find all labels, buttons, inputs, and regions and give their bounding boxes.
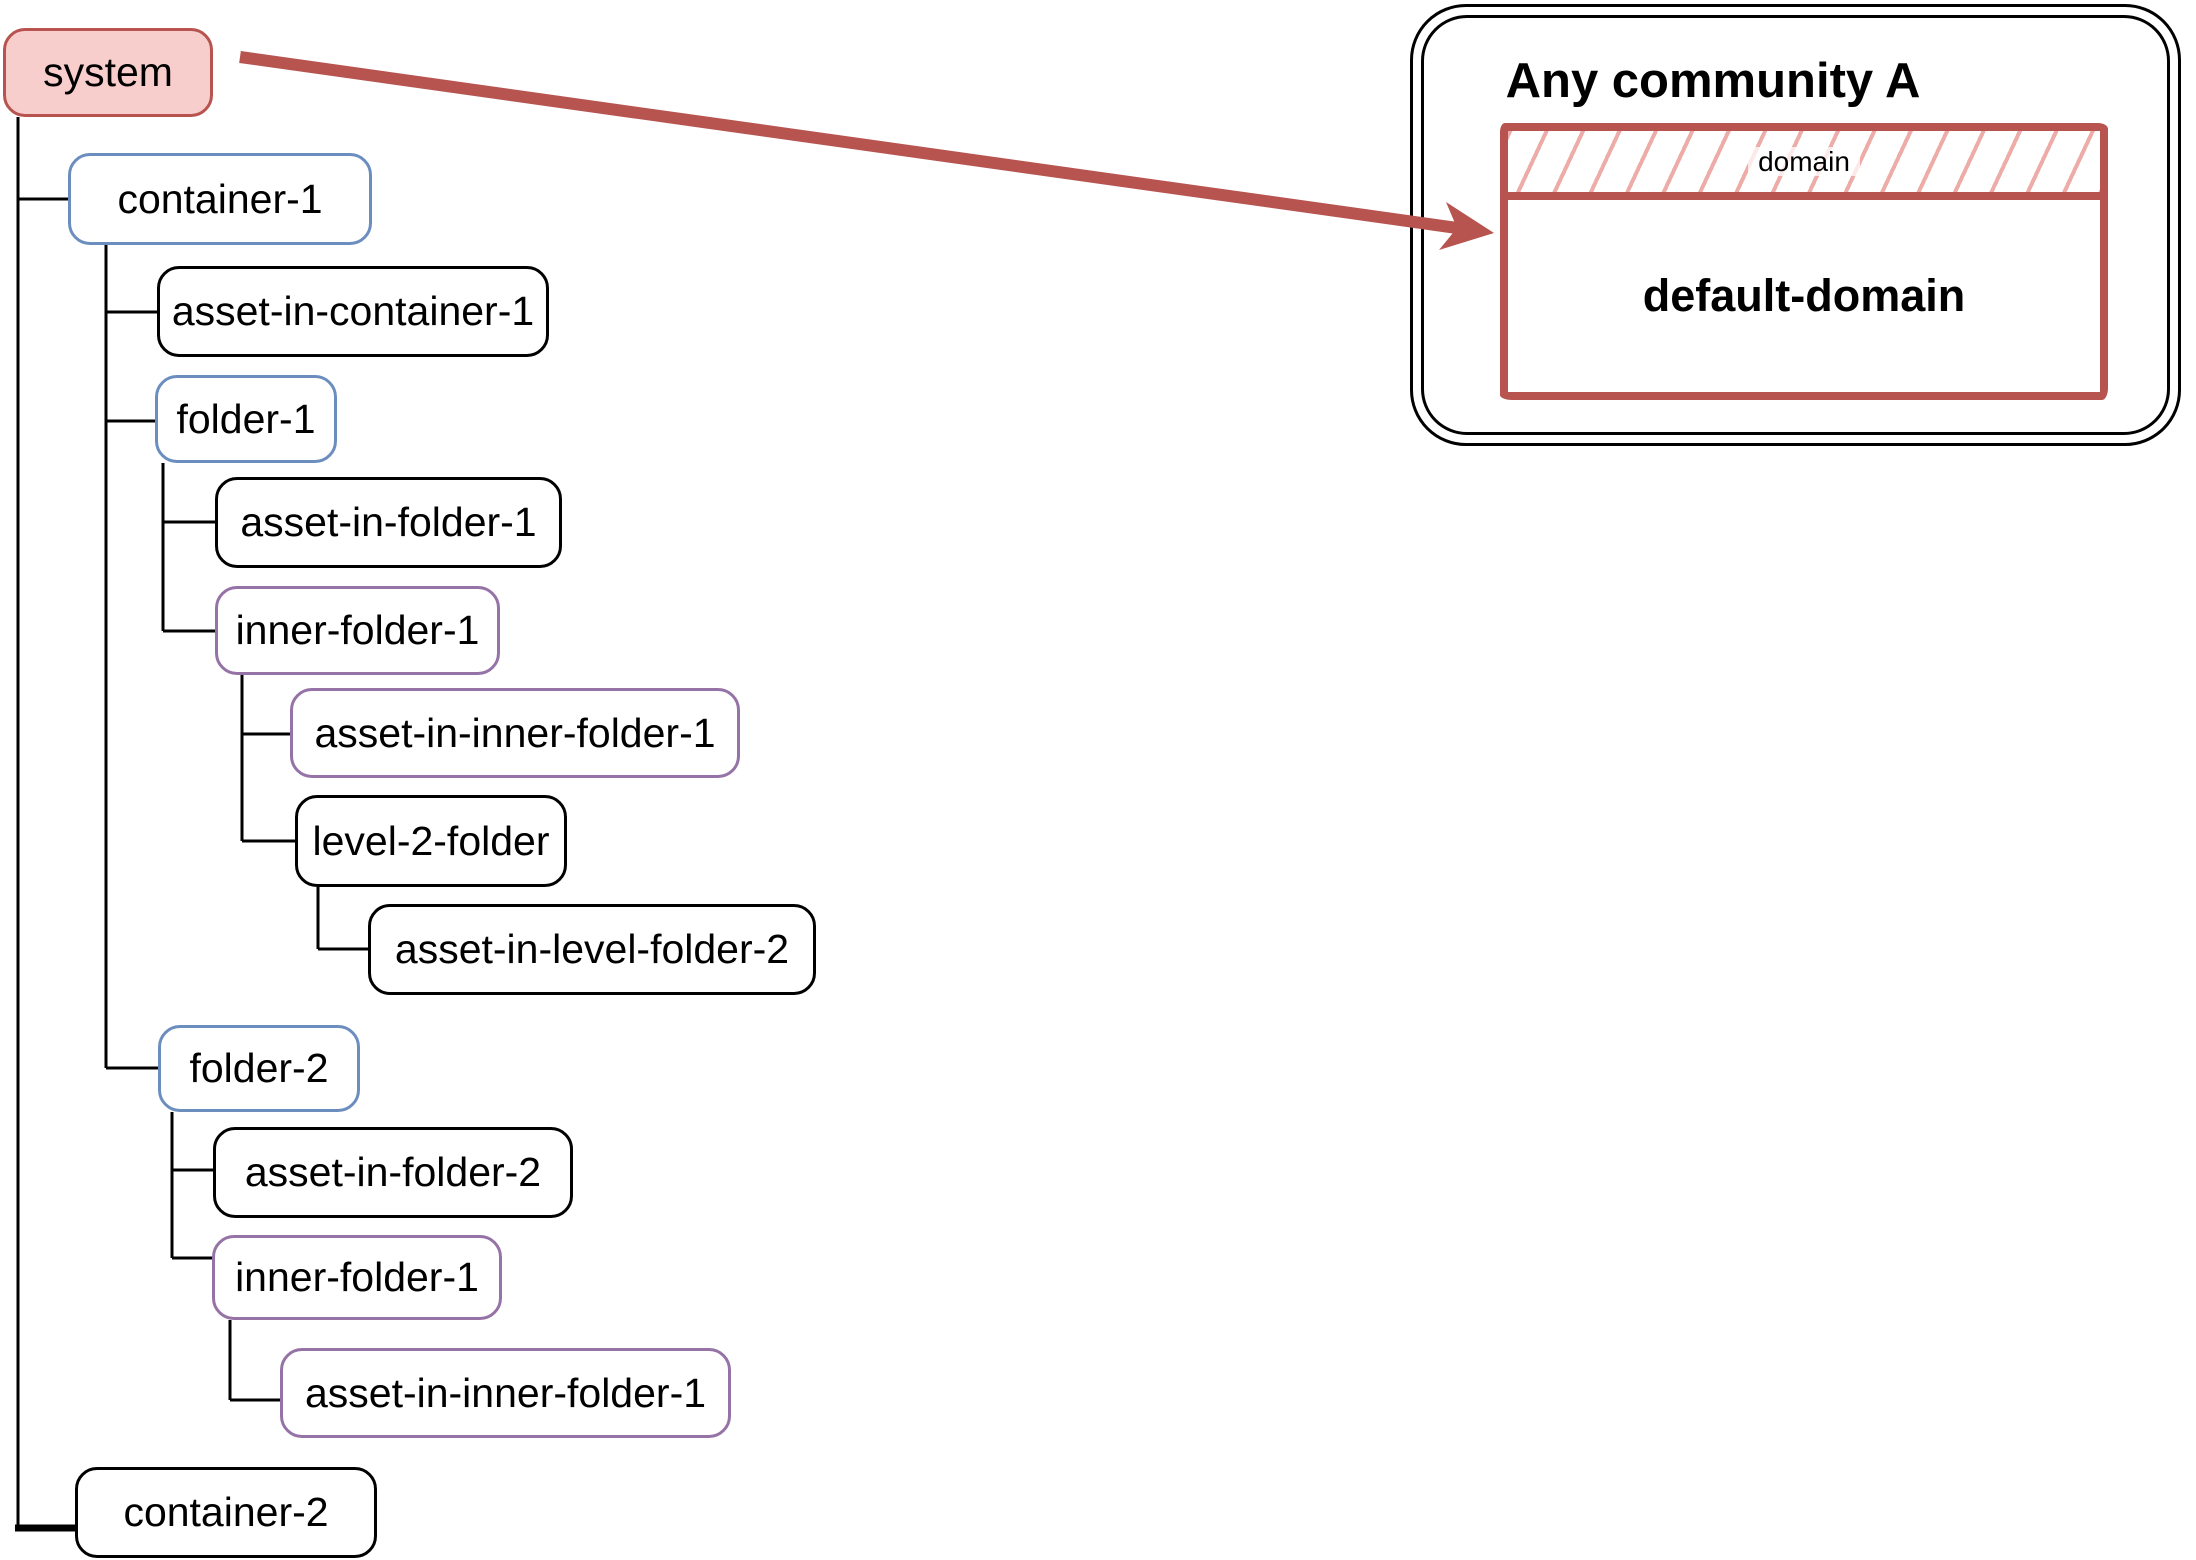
tree-node-asset-in-level-folder-2: asset-in-level-folder-2 bbox=[368, 904, 816, 995]
default-domain-label: default-domain bbox=[1642, 270, 1966, 321]
node-label: container-1 bbox=[117, 175, 323, 222]
node-label: asset-in-inner-folder-1 bbox=[304, 1369, 707, 1416]
node-label: folder-2 bbox=[189, 1045, 329, 1091]
node-label: asset-in-folder-2 bbox=[244, 1149, 542, 1195]
tree-node-container-2: container-2 bbox=[75, 1467, 377, 1558]
tree-node-folder-2: folder-2 bbox=[158, 1025, 360, 1112]
node-label: asset-in-folder-1 bbox=[240, 499, 537, 545]
default-domain-area: default-domain bbox=[1508, 200, 2100, 392]
node-label: level-2-folder bbox=[312, 817, 550, 864]
node-label: asset-in-inner-folder-1 bbox=[314, 709, 716, 756]
node-label: system bbox=[43, 49, 173, 95]
node-label: inner-folder-1 bbox=[235, 1254, 479, 1300]
domain-hatch-band: domain bbox=[1508, 131, 2100, 200]
node-label: asset-in-container-1 bbox=[171, 288, 535, 334]
arrow-shaft bbox=[239, 51, 1458, 234]
community-title: Any community A bbox=[1505, 54, 1921, 108]
tree-node-system: system bbox=[3, 28, 213, 117]
node-label: folder-1 bbox=[176, 395, 316, 442]
tree-node-asset-in-folder-1: asset-in-folder-1 bbox=[215, 477, 562, 568]
tree-node-asset-in-folder-2: asset-in-folder-2 bbox=[213, 1127, 573, 1218]
node-label: inner-folder-1 bbox=[235, 607, 480, 653]
tree-node-asset-in-inner-folder-1-b: asset-in-inner-folder-1 bbox=[280, 1348, 731, 1438]
tree-node-asset-in-container-1: asset-in-container-1 bbox=[157, 266, 549, 357]
tree-node-inner-folder-1-b: inner-folder-1 bbox=[212, 1235, 502, 1320]
domain-group-box: domain default-domain bbox=[1500, 123, 2108, 400]
tree-node-folder-1: folder-1 bbox=[155, 375, 337, 463]
node-label: asset-in-level-folder-2 bbox=[394, 926, 790, 972]
community-panel: Any community A domain default-domain bbox=[1410, 4, 2181, 446]
tree-node-level-2-folder: level-2-folder bbox=[295, 795, 567, 887]
node-label: container-2 bbox=[123, 1489, 329, 1535]
tree-node-container-1: container-1 bbox=[68, 153, 372, 245]
tree-node-inner-folder-1: inner-folder-1 bbox=[215, 586, 500, 675]
domain-label: domain bbox=[1748, 146, 1860, 176]
tree-node-asset-in-inner-folder-1: asset-in-inner-folder-1 bbox=[290, 688, 740, 778]
